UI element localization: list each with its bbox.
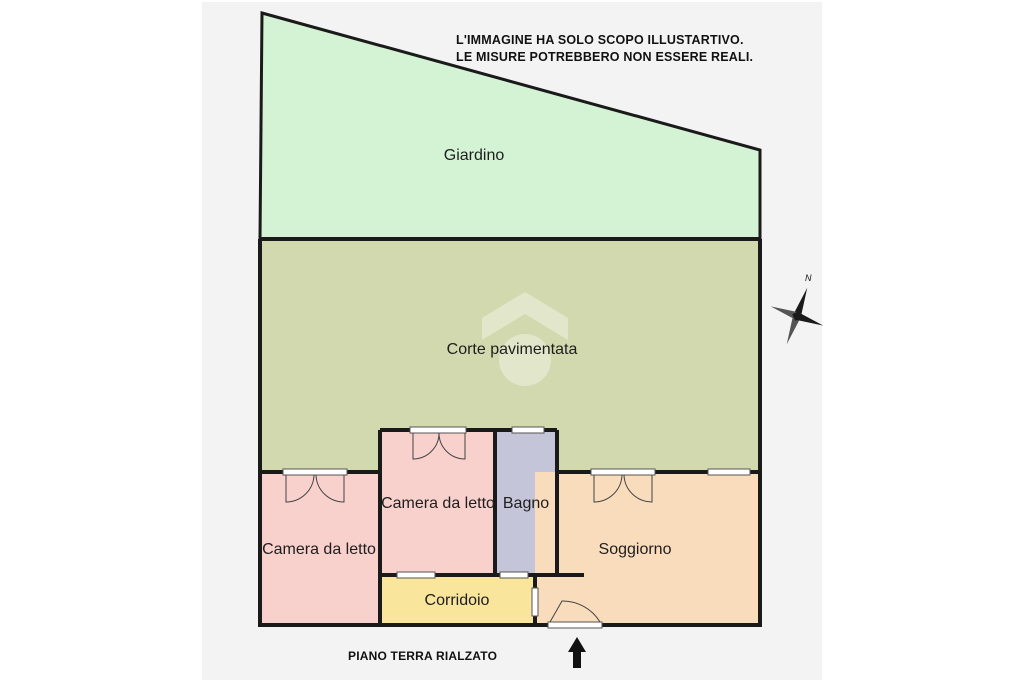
floor-label: PIANO TERRA RIALZATO bbox=[348, 649, 498, 663]
bedroom-1-area bbox=[260, 472, 380, 625]
room-label-courtyard: Corte pavimentata bbox=[446, 341, 578, 358]
disclaimer-line-2: LE MISURE POTREBBERO NON ESSERE REALI. bbox=[456, 50, 754, 64]
corridor-area bbox=[380, 575, 535, 625]
disclaimer-line-1: L'IMMAGINE HA SOLO SCOPO ILLUSTARTIVO. bbox=[456, 33, 744, 47]
entrance-arrow-icon bbox=[568, 637, 586, 668]
windows bbox=[282, 426, 751, 629]
compass-rose-icon bbox=[770, 287, 824, 345]
living-area-upper bbox=[557, 472, 760, 577]
room-label-corridor: Corridoio bbox=[424, 592, 490, 609]
bedroom-2-area bbox=[380, 430, 495, 575]
room-label-bedroom-1: Camera da letto bbox=[262, 541, 376, 558]
compass-north-label: N bbox=[805, 273, 812, 283]
room-label-bedroom-2: Camera da letto bbox=[381, 495, 495, 512]
door-swings bbox=[285, 432, 653, 623]
room-label-garden: Giardino bbox=[443, 147, 505, 164]
walls bbox=[258, 237, 762, 627]
watermark-logo-icon bbox=[482, 292, 568, 386]
room-label-bathroom: Bagno bbox=[502, 495, 550, 512]
room-label-living: Soggiorno bbox=[598, 541, 672, 558]
